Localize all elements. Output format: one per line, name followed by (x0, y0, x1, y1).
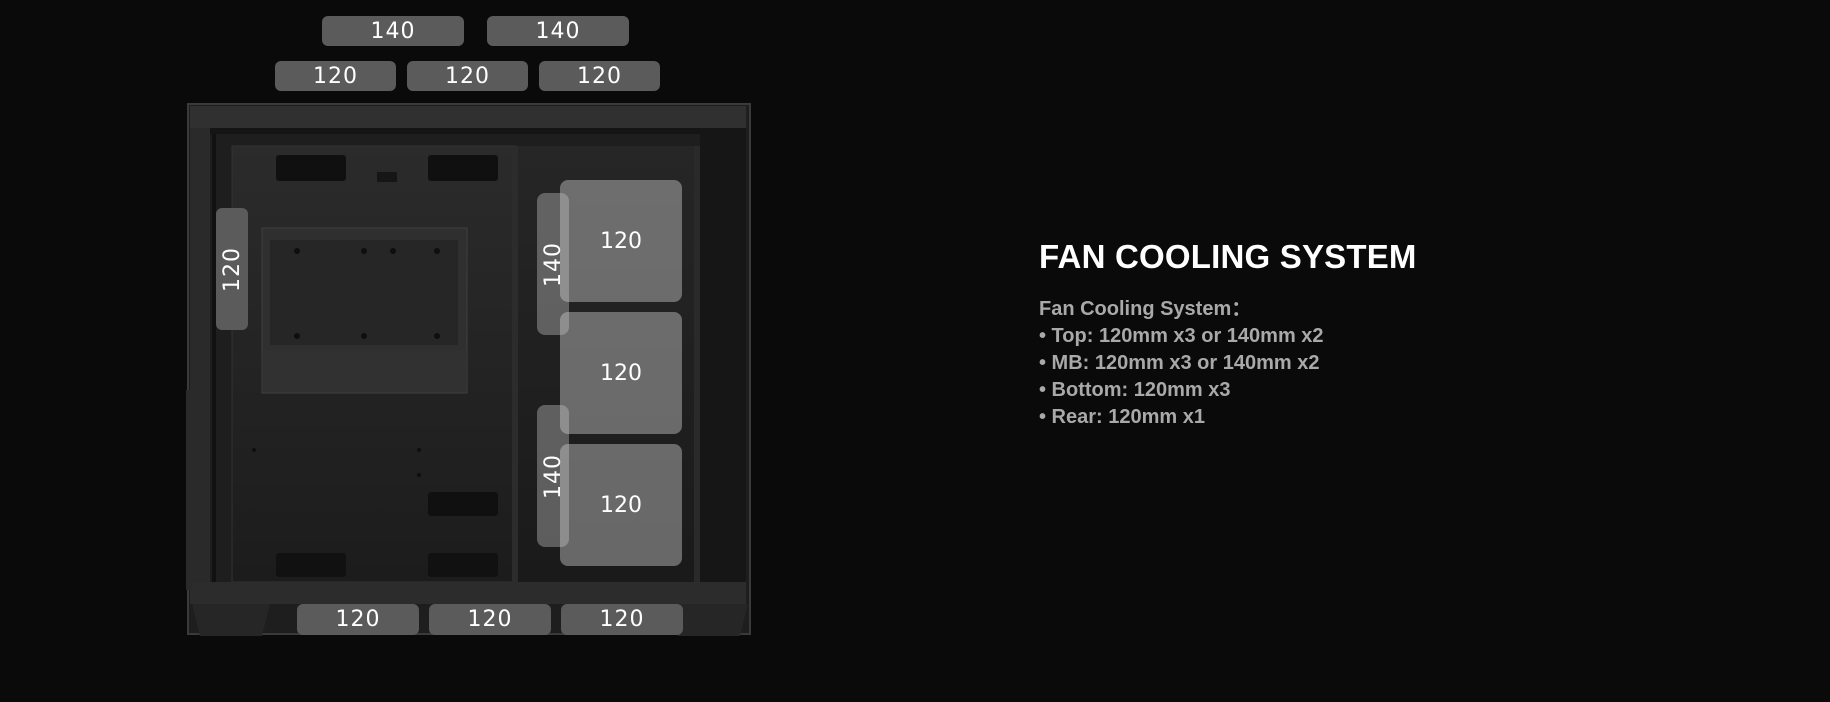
fan-spec-section: FAN COOLING SYSTEM Fan Cooling System： •… (1039, 238, 1417, 431)
side-fan-140-2: 140 (537, 405, 569, 547)
spec-title: Fan Cooling System： (1039, 298, 1252, 320)
case-right-pillar (700, 128, 746, 588)
bottom-fan-120-1: 120 (297, 604, 419, 635)
top-fan-120-2: 120 (407, 61, 528, 91)
section-heading: FAN COOLING SYSTEM (1039, 238, 1417, 275)
spec-top: • Top: 120mm x3 or 140mm x2 (1039, 325, 1324, 347)
side-fan-120-3: 120 (560, 444, 682, 566)
case-bottom-bar (190, 582, 746, 604)
case-left-pillar (190, 128, 210, 588)
rear-fan-120: 120 (216, 208, 248, 330)
case-foot-left (192, 604, 270, 636)
top-fan-140-1: 140 (322, 16, 464, 46)
spec-bottom: • Bottom: 120mm x3 (1039, 379, 1231, 401)
cable-divider (512, 146, 518, 582)
spec-mb: • MB: 120mm x3 or 140mm x2 (1039, 352, 1320, 374)
top-fan-120-3: 120 (539, 61, 660, 91)
spec-rear: • Rear: 120mm x1 (1039, 406, 1205, 428)
case-top-bar (190, 106, 746, 128)
pc-case-illustration (186, 103, 751, 636)
case-foot-right (670, 604, 748, 636)
side-fan-120-2: 120 (560, 312, 682, 434)
side-fan-120-1: 120 (560, 180, 682, 302)
bottom-fan-120-3: 120 (561, 604, 683, 635)
top-fan-120-1: 120 (275, 61, 396, 91)
top-fan-140-2: 140 (487, 16, 629, 46)
side-fan-140-1: 140 (537, 193, 569, 335)
bottom-fan-120-2: 120 (429, 604, 551, 635)
